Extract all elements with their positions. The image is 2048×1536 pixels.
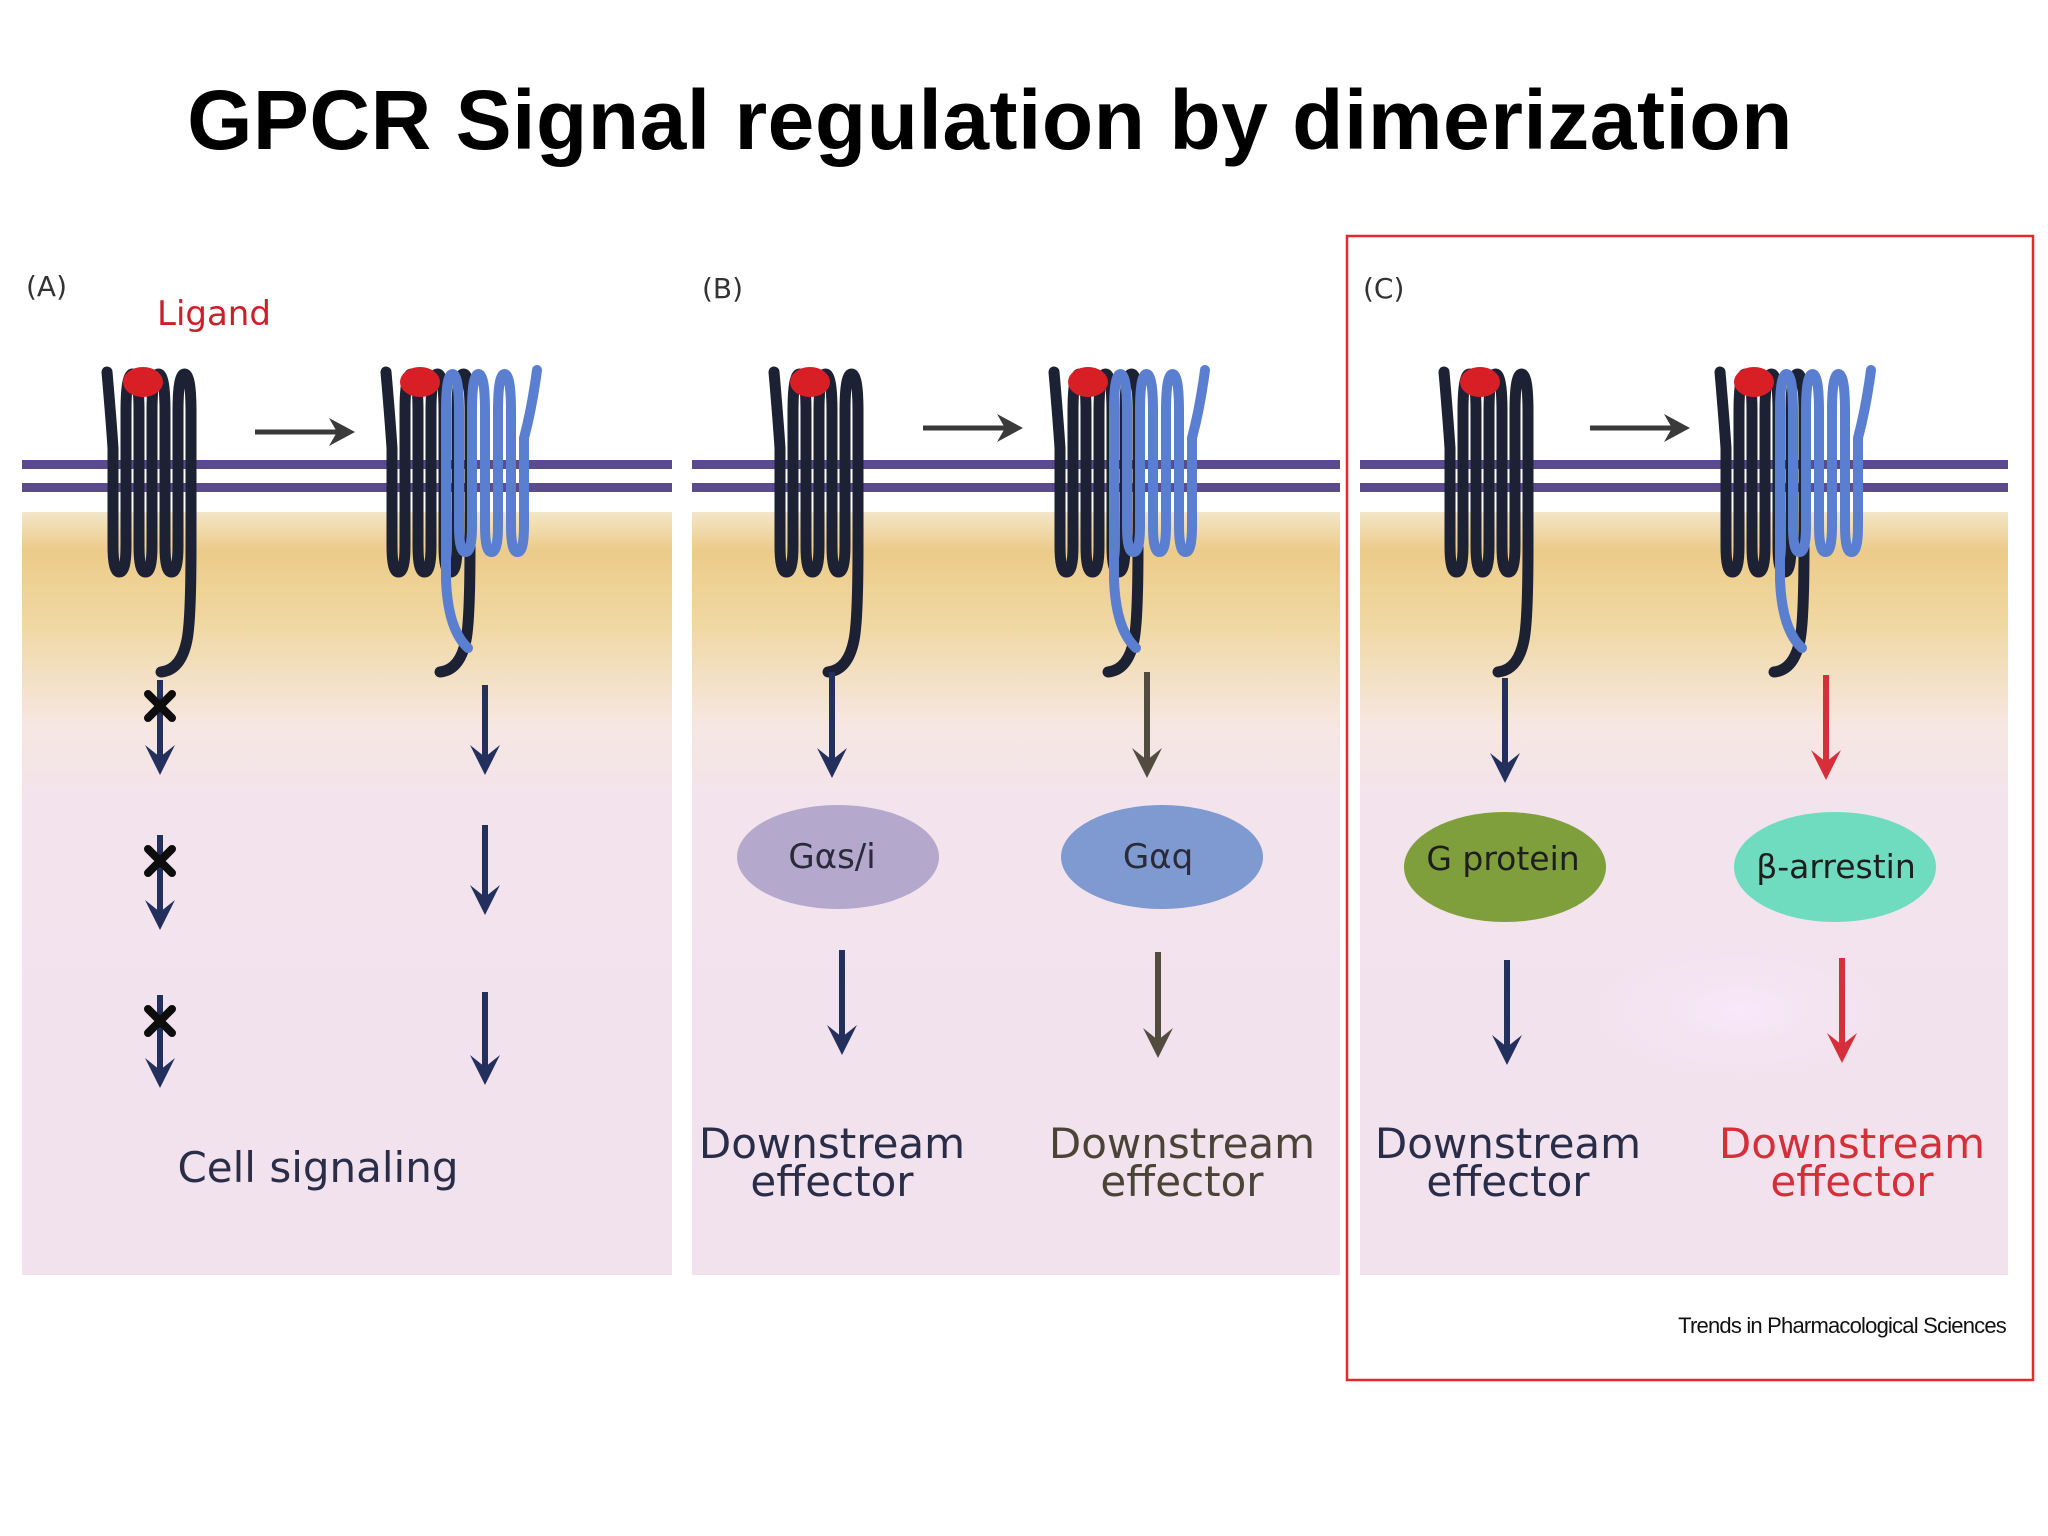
panel-c-glow xyxy=(1570,930,1910,1090)
blocked-arrow-a-2 xyxy=(144,835,176,930)
ligand-a-monomer xyxy=(123,367,163,397)
galpha-si-node xyxy=(737,805,939,909)
galpha-si-label: Gαs/i xyxy=(788,837,875,877)
page-title: GPCR Signal regulation by dimerization xyxy=(187,73,1793,167)
ligand-a-dimer xyxy=(400,367,440,397)
beta-arrestin-node xyxy=(1734,812,1936,922)
arrow-b-left-1 xyxy=(817,672,847,778)
signal-arrow-a-2 xyxy=(470,825,500,915)
blocked-arrow-a-3 xyxy=(144,995,176,1088)
dimerization-arrow-b xyxy=(923,414,1023,442)
ligand-b-monomer xyxy=(790,367,830,397)
arrow-c-left-2 xyxy=(1492,960,1522,1065)
dimer-receptor-blue-c xyxy=(1775,365,1876,653)
ligand-c-dimer xyxy=(1734,367,1774,397)
panel-b-right-output-line2: effector xyxy=(1100,1157,1264,1206)
arrow-b-right-1 xyxy=(1132,672,1162,778)
galpha-q-node xyxy=(1061,805,1263,909)
panel-b-right-output-line1: Downstream xyxy=(1049,1119,1315,1168)
g-protein-label: G protein xyxy=(1426,839,1579,878)
panel-c-highlight-box xyxy=(1345,234,2035,1382)
beta-arrestin-label: β-arrestin xyxy=(1756,847,1916,886)
dimer-receptor-blue-b xyxy=(1109,365,1210,653)
ligand-b-dimer xyxy=(1068,367,1108,397)
panel-b-label: (B) xyxy=(702,272,743,305)
arrow-c-left-1 xyxy=(1490,678,1520,783)
panel-c-right-output-line1: Downstream xyxy=(1719,1119,1985,1168)
membrane-a xyxy=(22,460,672,492)
dimer-receptor-blue-a xyxy=(441,365,542,653)
panel-b-left-output-line2: effector xyxy=(750,1157,914,1206)
panel-c-right-output-line2: effector xyxy=(1770,1157,1934,1206)
membrane-b xyxy=(692,460,1340,492)
arrow-b-right-2 xyxy=(1143,952,1173,1058)
ligand-c-monomer xyxy=(1460,367,1500,397)
source-credit: Trends in Pharmacological Sciences xyxy=(1678,1313,2007,1338)
receptors xyxy=(101,365,1876,678)
signal-arrow-a-1 xyxy=(470,685,500,775)
ligand-label: Ligand xyxy=(157,294,271,334)
panel-a-cytoplasm xyxy=(22,512,672,1275)
panel-a-label: (A) xyxy=(26,270,67,303)
signal-arrow-a-3 xyxy=(470,992,500,1085)
g-protein-node xyxy=(1404,812,1606,922)
panel-c-label: (C) xyxy=(1363,272,1404,305)
panel-b-left-output-line1: Downstream xyxy=(699,1119,965,1168)
blocked-arrow-a-1 xyxy=(144,680,176,775)
arrow-c-right-2 xyxy=(1827,958,1857,1063)
dimerization-arrow-c xyxy=(1590,414,1690,442)
cell-signaling-label: Cell signaling xyxy=(177,1143,458,1192)
arrows xyxy=(144,414,1857,1088)
membrane-c xyxy=(1360,460,2008,492)
dimerization-arrow-a xyxy=(255,418,355,446)
arrow-c-right-1 xyxy=(1811,675,1841,780)
panel-c-left-output-line2: effector xyxy=(1426,1157,1590,1206)
galpha-q-label: Gαq xyxy=(1123,837,1193,877)
panel-c-left-output-line1: Downstream xyxy=(1375,1119,1641,1168)
arrow-b-left-2 xyxy=(827,950,857,1055)
